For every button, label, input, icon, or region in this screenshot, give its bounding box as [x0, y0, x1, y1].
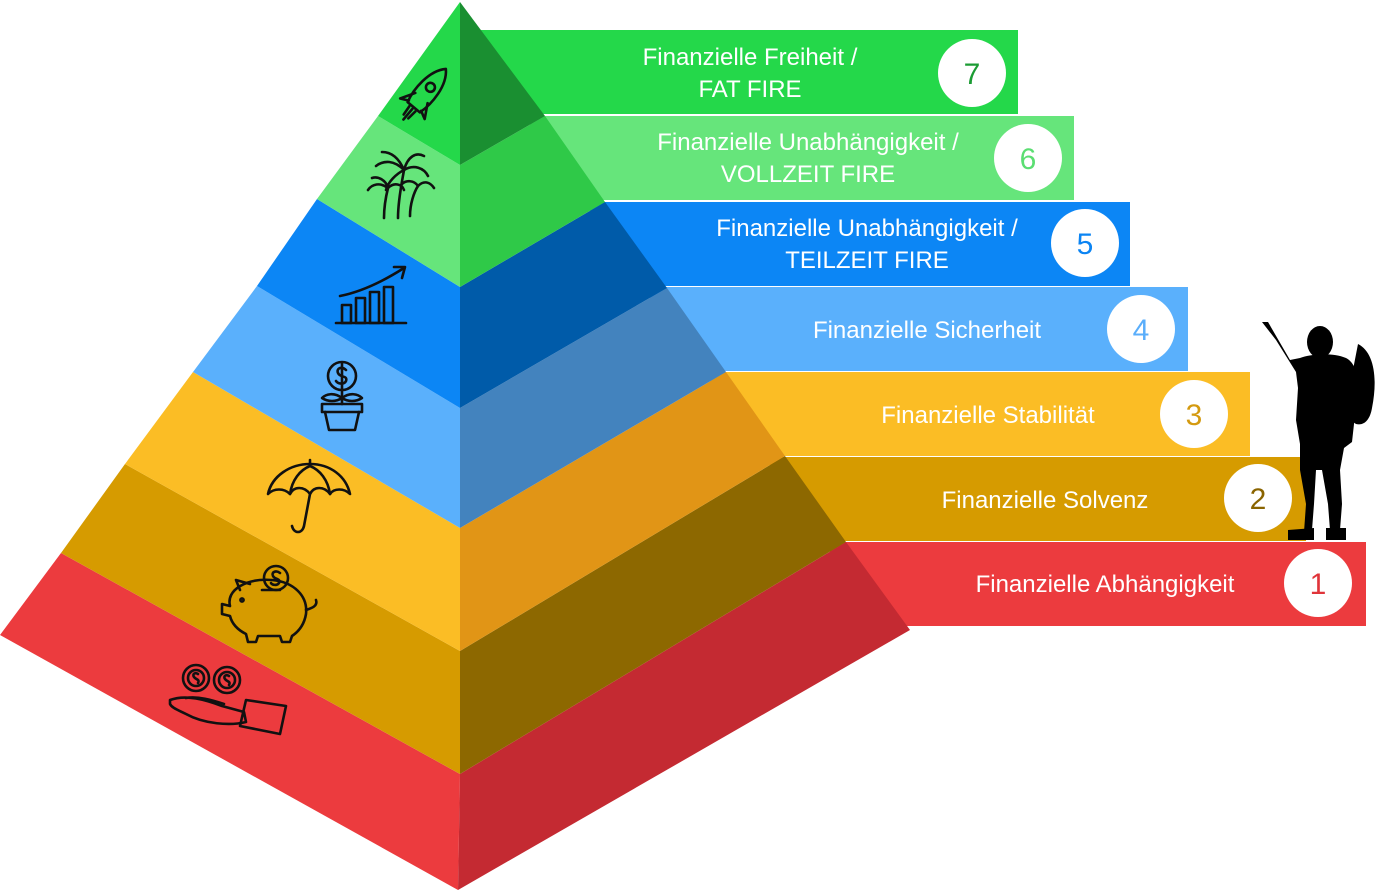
money-plant-icon: [320, 360, 364, 432]
level-7-label-line2: FAT FIRE: [698, 76, 801, 103]
level-2-number: 2: [1250, 483, 1267, 516]
pyramid-icons: [168, 67, 448, 736]
level-bar-7-background: [470, 30, 1018, 114]
level-bar-4: Finanzielle Sicherheit 4: [650, 287, 1188, 371]
level-5-number-circle: [1051, 209, 1119, 277]
level-bar-2: Finanzielle Solvenz 2: [770, 457, 1306, 541]
level-bar-5: Finanzielle Unabhängigkeit / TEILZEIT FI…: [590, 202, 1130, 286]
pyramid-level-7-right-face: [460, 2, 545, 165]
pyramid-level-6-left-face: [317, 116, 460, 287]
level-7-number-circle: [938, 39, 1006, 107]
level-bar-6: Finanzielle Unabhängigkeit / VOLLZEIT FI…: [530, 116, 1074, 200]
piggy-bank-icon: [220, 564, 318, 644]
level-bar-7: Finanzielle Freiheit / FAT FIRE 7: [470, 30, 1018, 114]
pyramid-level-3-right-face: [460, 372, 785, 651]
level-4-label-line1: Finanzielle Sicherheit: [813, 317, 1041, 344]
level-4-number-circle: [1107, 295, 1175, 363]
level-bar-4-background: [650, 287, 1188, 371]
level-6-number: 6: [1020, 143, 1037, 176]
level-bar-2-background: [770, 457, 1306, 541]
pyramid: [0, 2, 910, 890]
level-4-number: 4: [1133, 314, 1150, 347]
level-7-label-line1: Finanzielle Freiheit /: [643, 44, 858, 71]
level-1-number-circle: [1284, 549, 1352, 617]
level-6-number-circle: [994, 124, 1062, 192]
level-3-number: 3: [1186, 399, 1203, 432]
level-2-label-line1: Finanzielle Solvenz: [942, 487, 1149, 514]
hand-coins-icon: [168, 663, 288, 736]
umbrella-icon: [266, 458, 352, 534]
rocket-icon: [398, 67, 448, 121]
level-bar-1: Finanzielle Abhängigkeit 1: [830, 542, 1366, 626]
level-5-label-line1: Finanzielle Unabhängigkeit /: [716, 215, 1018, 242]
level-6-label-line1: Finanzielle Unabhängigkeit /: [657, 129, 959, 156]
level-bar-1-background: [830, 542, 1366, 626]
level-bar-5-background: [590, 202, 1130, 286]
pyramid-level-1-right-face: [458, 542, 910, 890]
pyramid-level-5-left-face: [257, 199, 460, 408]
pyramid-level-2-left-face: [61, 464, 460, 774]
pyramid-level-3-left-face: [125, 372, 460, 651]
pyramid-level-6-right-face: [460, 116, 605, 287]
pyramid-level-4-right-face: [460, 288, 726, 528]
level-2-number-circle: [1224, 464, 1292, 532]
hiker-silhouette-icon: [1262, 322, 1375, 540]
palm-trees-icon: [366, 150, 436, 220]
level-3-number-circle: [1160, 380, 1228, 448]
level-1-number: 1: [1310, 568, 1327, 601]
level-bar-3: Finanzielle Stabilität 3: [710, 372, 1250, 456]
pyramid-level-5-right-face: [460, 202, 667, 408]
level-3-label-line1: Finanzielle Stabilität: [881, 402, 1095, 429]
growth-chart-icon: [334, 265, 408, 325]
level-7-number: 7: [964, 58, 981, 91]
level-5-label-line2: TEILZEIT FIRE: [785, 247, 949, 274]
pyramid-level-4-left-face: [193, 286, 460, 528]
pyramid-level-2-right-face: [460, 456, 846, 774]
level-bars: Finanzielle Freiheit / FAT FIRE 7 Finanz…: [470, 30, 1366, 626]
level-5-number: 5: [1077, 228, 1094, 261]
level-6-label-line2: VOLLZEIT FIRE: [721, 161, 895, 188]
pyramid-level-1-left-face: [0, 553, 460, 890]
level-1-label-line1: Finanzielle Abhängigkeit: [976, 571, 1235, 598]
level-bar-6-background: [530, 116, 1074, 200]
